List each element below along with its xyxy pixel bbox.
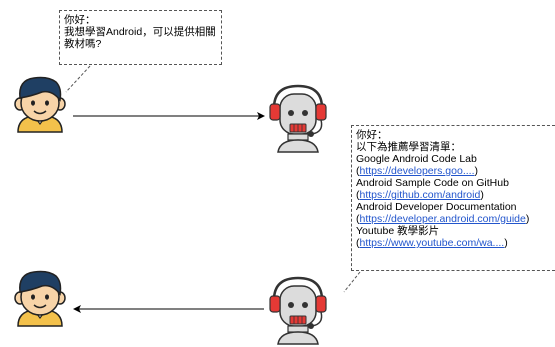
resource-link-row: (https://developers.goo....) [356, 165, 478, 177]
bot-speech-bubble: 你好： 以下為推薦學習清單： Google Android Code Lab (… [351, 125, 555, 271]
resource-link[interactable]: https://www.youtube.com/wa.... [359, 237, 505, 249]
robot-assistant-icon [269, 84, 327, 153]
resource-link[interactable]: https://developer.android.com/guide [359, 213, 526, 225]
resource-title: Youtube 教學影片 [356, 225, 440, 237]
resource-link-row: (https://github.com/android) [356, 189, 484, 201]
resource-link-row: (https://www.youtube.com/wa....) [356, 237, 508, 249]
bot-greeting: 你好： [356, 129, 388, 141]
user-speech-bubble: 你好： 我想學習Android，可以提供相關 教材嗎? [59, 10, 222, 65]
resource-link[interactable]: https://github.com/android [359, 189, 481, 201]
resource-title: Android Developer Documentation [356, 201, 517, 213]
resource-title: Google Android Code Lab [356, 153, 477, 165]
bot-intro: 以下為推薦學習清單： [356, 141, 461, 153]
robot-assistant-icon [269, 276, 327, 345]
user-question-cont: 教材嗎? [64, 38, 102, 50]
user-bubble-tail [65, 65, 91, 93]
user-avatar-icon [14, 76, 66, 133]
bot-bubble-tail [343, 271, 361, 293]
resource-link-row: (https://developer.android.com/guide) [356, 213, 530, 225]
resource-title: Android Sample Code on GitHub [356, 177, 509, 189]
user-avatar-icon [14, 270, 66, 327]
resource-link[interactable]: https://developers.goo.... [359, 165, 475, 177]
user-question: 我想學習Android，可以提供相關 [64, 26, 216, 38]
user-greeting: 你好： [64, 14, 96, 26]
